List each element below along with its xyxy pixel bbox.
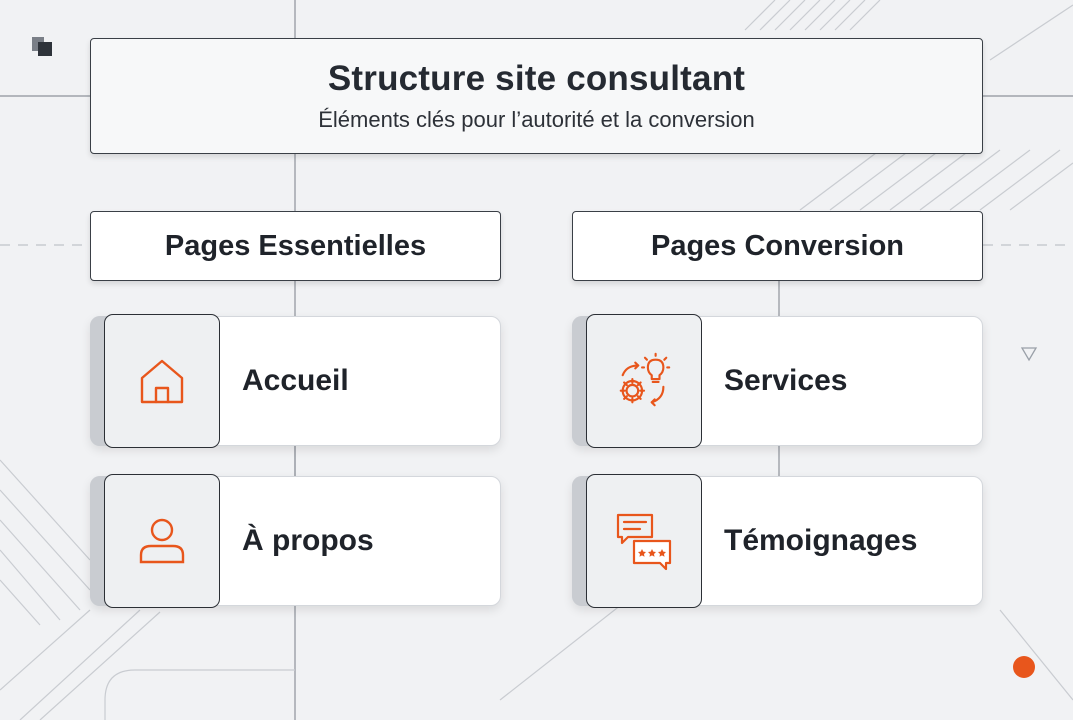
page-subtitle: Éléments clés pour l’autorité et la conv… [318,107,755,132]
card-accueil[interactable]: Accueil [90,314,501,448]
card-label: Services [724,364,848,397]
icon-tile [586,474,702,608]
title-box: Structure site consultant Éléments clés … [90,38,983,154]
accent-dot [1013,656,1035,678]
column-heading-conversion: Pages Conversion [572,211,983,281]
card-label: À propos [242,524,374,557]
card-label: Accueil [242,364,349,397]
page-title: Structure site consultant [327,59,746,98]
card-temoignages[interactable]: Témoignages [572,474,983,608]
user-icon [139,518,185,564]
card-a-propos[interactable]: À propos [90,474,501,608]
home-icon [140,359,184,404]
icon-tile [586,314,702,448]
chat-rating-icon [616,513,672,571]
card-services[interactable]: Services [572,314,983,448]
column-heading-essentielles: Pages Essentielles [90,211,501,281]
card-label: Témoignages [724,524,918,557]
icon-tile [104,314,220,448]
gear-lightbulb-icon [619,352,671,407]
icon-tile [104,474,220,608]
